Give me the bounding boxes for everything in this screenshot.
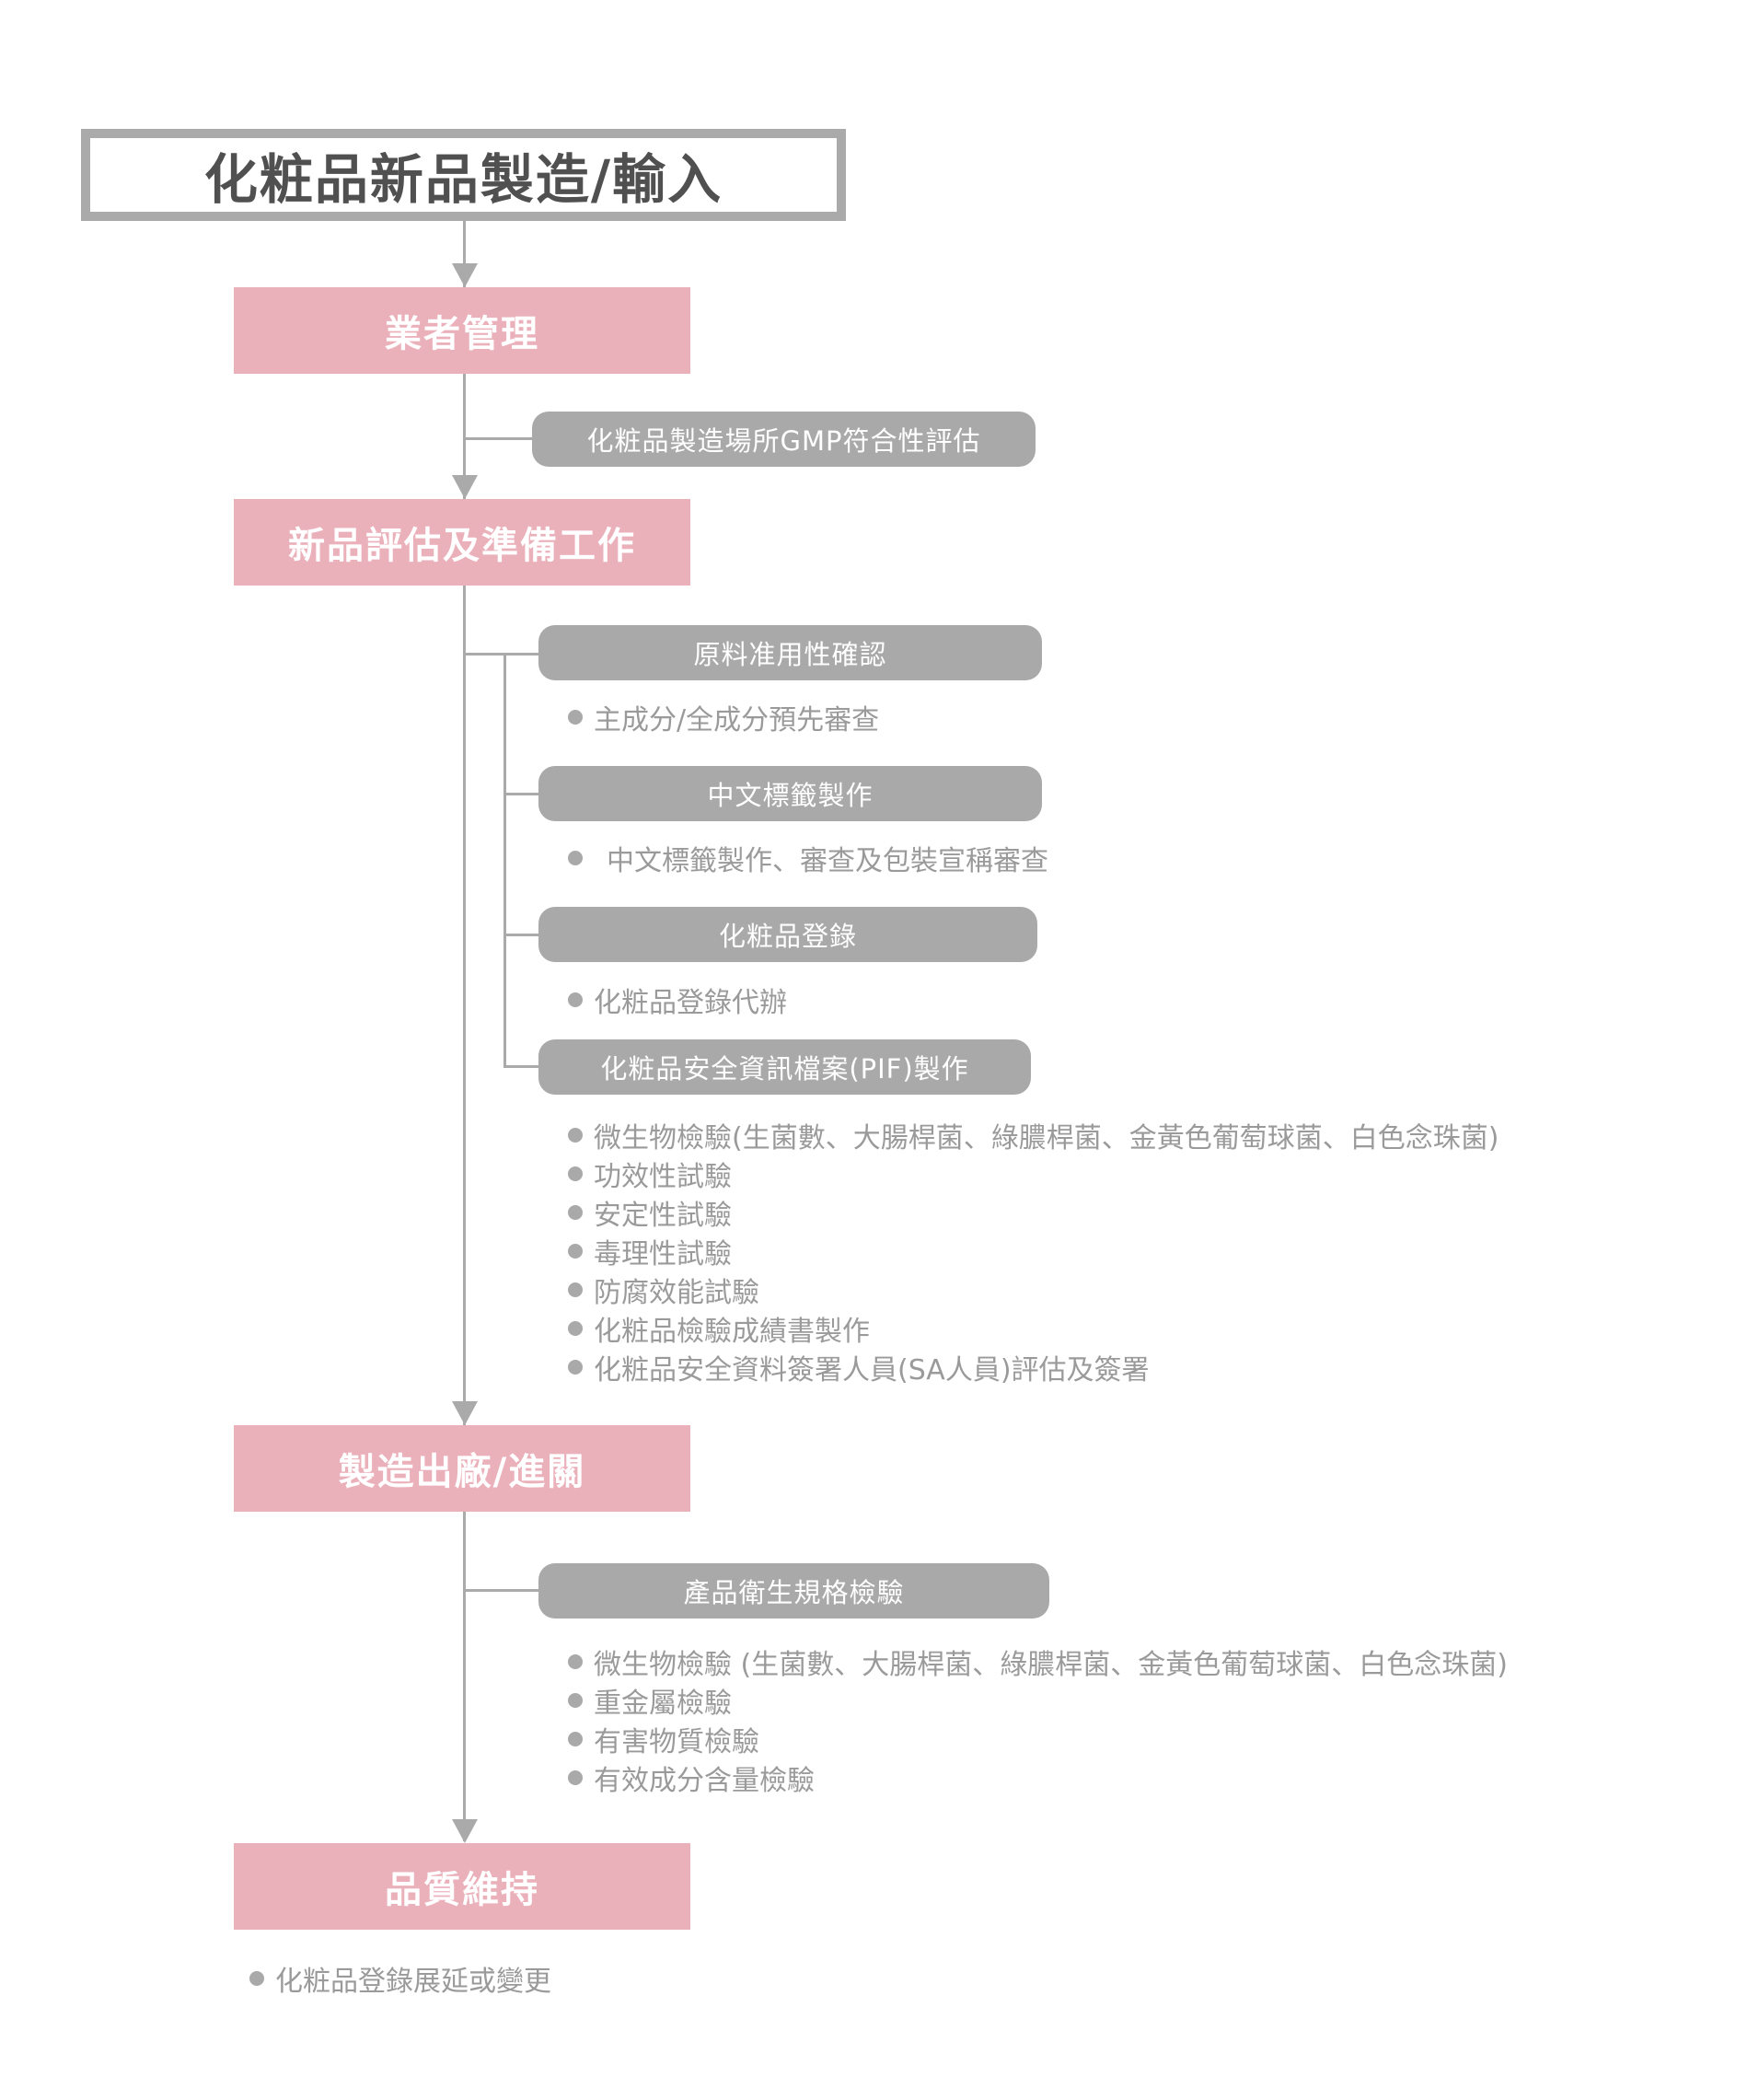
bullets-pif: 微生物檢驗(生菌數、大腸桿菌、綠膿桿菌、金黃色葡萄球菌、白色念珠菌) 功效性試驗… <box>568 1116 1499 1386</box>
stage-manufacture-import: 製造出廠/進關 <box>234 1425 690 1512</box>
bullet-icon <box>568 992 583 1007</box>
bullet-icon <box>568 1693 583 1708</box>
stage-evaluation-preparation: 新品評估及準備工作 <box>234 499 690 586</box>
step-registration: 化粧品登錄 <box>538 907 1037 962</box>
list-item: 防腐效能試驗 <box>568 1270 1499 1309</box>
list-item-text: 中文標籤製作、審查及包裝宣稱審查 <box>607 845 1048 877</box>
bullet-icon <box>568 1244 583 1259</box>
list-item-text: 微生物檢驗(生菌數、大腸桿菌、綠膿桿菌、金黃色葡萄球菌、白色念珠菌) <box>594 1122 1499 1154</box>
stage-quality-maintenance: 品質維持 <box>234 1843 690 1930</box>
bullets-label: 中文標籤製作、審查及包裝宣稱審查 <box>568 839 1048 877</box>
list-item: 重金屬檢驗 <box>568 1681 1508 1720</box>
bullet-icon <box>568 1205 583 1220</box>
main-flow-line <box>463 221 466 1841</box>
bullet-icon <box>568 710 583 725</box>
bullet-icon <box>568 851 583 865</box>
bullet-icon <box>568 1128 583 1143</box>
branch-line <box>503 653 506 1067</box>
list-item: 安定性試驗 <box>568 1193 1499 1232</box>
list-item: 化粧品登錄代辦 <box>568 980 787 1019</box>
bullet-icon <box>568 1732 583 1746</box>
step-pif: 化粧品安全資訊檔案(PIF)製作 <box>538 1039 1031 1095</box>
list-item: 功效性試驗 <box>568 1154 1499 1193</box>
list-item-text: 安定性試驗 <box>594 1200 732 1232</box>
list-item-text: 有害物質檢驗 <box>594 1726 759 1758</box>
arrow-down-icon <box>452 1401 478 1425</box>
bullets-register: 化粧品登錄代辦 <box>568 980 787 1019</box>
bullet-icon <box>568 1770 583 1785</box>
bullets-hygiene: 微生物檢驗 (生菌數、大腸桿菌、綠膿桿菌、金黃色葡萄球菌、白色念珠菌) 重金屬檢… <box>568 1642 1508 1797</box>
step-chinese-label: 中文標籤製作 <box>538 766 1042 821</box>
list-item: 化粧品檢驗成績書製作 <box>568 1309 1499 1348</box>
bullets-quality: 化粧品登錄展延或變更 <box>249 1959 551 1998</box>
list-item-text: 有效成分含量檢驗 <box>594 1765 815 1797</box>
list-item: 微生物檢驗 (生菌數、大腸桿菌、綠膿桿菌、金黃色葡萄球菌、白色念珠菌) <box>568 1642 1508 1681</box>
connector-hygiene <box>463 1589 541 1592</box>
list-item: 有害物質檢驗 <box>568 1720 1508 1758</box>
connector-register <box>503 934 540 936</box>
step-gmp: 化粧品製造場所GMP符合性評估 <box>532 412 1036 467</box>
connector-gmp <box>463 437 537 440</box>
arrow-down-icon <box>452 1819 478 1843</box>
bullets-raw: 主成分/全成分預先審查 <box>568 698 879 737</box>
list-item: 有效成分含量檢驗 <box>568 1758 1508 1797</box>
list-item-text: 化粧品檢驗成績書製作 <box>594 1316 870 1348</box>
bullet-icon <box>568 1282 583 1297</box>
connector-label <box>503 793 540 795</box>
bullet-icon <box>568 1360 583 1375</box>
bullet-icon <box>568 1166 583 1181</box>
list-item: 中文標籤製作、審查及包裝宣稱審查 <box>568 839 1048 877</box>
list-item: 化粧品安全資料簽署人員(SA人員)評估及簽署 <box>568 1348 1499 1386</box>
list-item-text: 主成分/全成分預先審查 <box>594 704 880 737</box>
list-item-text: 微生物檢驗 (生菌數、大腸桿菌、綠膿桿菌、金黃色葡萄球菌、白色念珠菌) <box>594 1649 1508 1681</box>
connector-pif <box>503 1065 540 1068</box>
list-item: 主成分/全成分預先審查 <box>568 698 879 737</box>
bullet-icon <box>568 1654 583 1669</box>
bullet-icon <box>568 1321 583 1336</box>
stage-operator-management: 業者管理 <box>234 287 690 374</box>
arrow-down-icon <box>452 263 478 287</box>
list-item-text: 化粧品登錄展延或變更 <box>275 1966 551 1998</box>
step-raw-material: 原料准用性確認 <box>538 625 1042 680</box>
list-item-text: 防腐效能試驗 <box>594 1277 759 1309</box>
list-item: 微生物檢驗(生菌數、大腸桿菌、綠膿桿菌、金黃色葡萄球菌、白色念珠菌) <box>568 1116 1499 1154</box>
list-item: 毒理性試驗 <box>568 1232 1499 1270</box>
step-hygiene-test: 產品衛生規格檢驗 <box>538 1563 1049 1619</box>
connector-raw <box>463 653 541 656</box>
list-item-text: 毒理性試驗 <box>594 1238 732 1270</box>
list-item-text: 功效性試驗 <box>594 1161 732 1193</box>
page-title: 化粧品新品製造/輸入 <box>81 129 846 221</box>
list-item-text: 重金屬檢驗 <box>594 1688 732 1720</box>
list-item: 化粧品登錄展延或變更 <box>249 1959 551 1998</box>
arrow-down-icon <box>452 475 478 499</box>
list-item-text: 化粧品登錄代辦 <box>594 987 787 1019</box>
list-item-text: 化粧品安全資料簽署人員(SA人員)評估及簽署 <box>594 1354 1150 1386</box>
bullet-icon <box>249 1971 264 1986</box>
